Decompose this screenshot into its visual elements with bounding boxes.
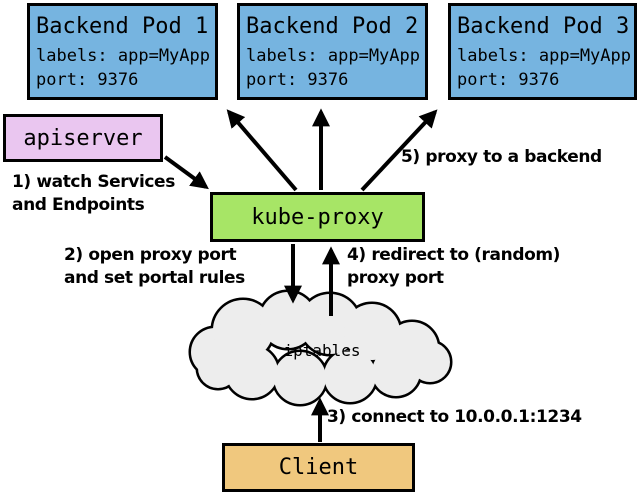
step-5-proxy-to-backend: 5) proxy to a backend xyxy=(401,147,602,167)
backend-pod-1-box: Backend Pod 1 labels: app=MyApp port: 93… xyxy=(27,3,218,100)
backend-pod-1-title: Backend Pod 1 xyxy=(36,14,209,39)
step-1-watch-services: 1) watch Services and Endpoints xyxy=(12,172,175,215)
step-3-connect: 3) connect to 10.0.0.1:1234 xyxy=(327,407,582,427)
backend-pod-3-labels: labels: app=MyApp xyxy=(457,46,631,66)
apiserver-box: apiserver xyxy=(3,114,163,162)
apiserver-label: apiserver xyxy=(23,125,143,151)
kube-proxy-label: kube-proxy xyxy=(251,204,384,230)
step-2-open-proxy-port: 2) open proxy port and set portal rules xyxy=(64,245,245,288)
backend-pod-2-box: Backend Pod 2 labels: app=MyApp port: 93… xyxy=(237,3,428,100)
iptables-label: iptables xyxy=(283,341,361,360)
backend-pod-1-port: port: 9376 xyxy=(36,70,139,90)
backend-pod-2-labels: labels: app=MyApp xyxy=(246,46,420,66)
backend-pod-3-port: port: 9376 xyxy=(457,70,560,90)
kube-proxy-box: kube-proxy xyxy=(210,192,425,242)
backend-pod-1-labels: labels: app=MyApp xyxy=(36,46,210,66)
client-label: Client xyxy=(278,455,359,480)
backend-pod-2-port: port: 9376 xyxy=(246,70,349,90)
client-box: Client xyxy=(222,443,415,492)
backend-pod-3-title: Backend Pod 3 xyxy=(457,14,630,39)
backend-pod-3-box: Backend Pod 3 labels: app=MyApp port: 93… xyxy=(448,3,637,100)
backend-pod-2-title: Backend Pod 2 xyxy=(246,14,419,39)
step-4-redirect: 4) redirect to (random) proxy port xyxy=(347,245,561,288)
arrow-kube-proxy-to-pod1 xyxy=(226,109,298,192)
